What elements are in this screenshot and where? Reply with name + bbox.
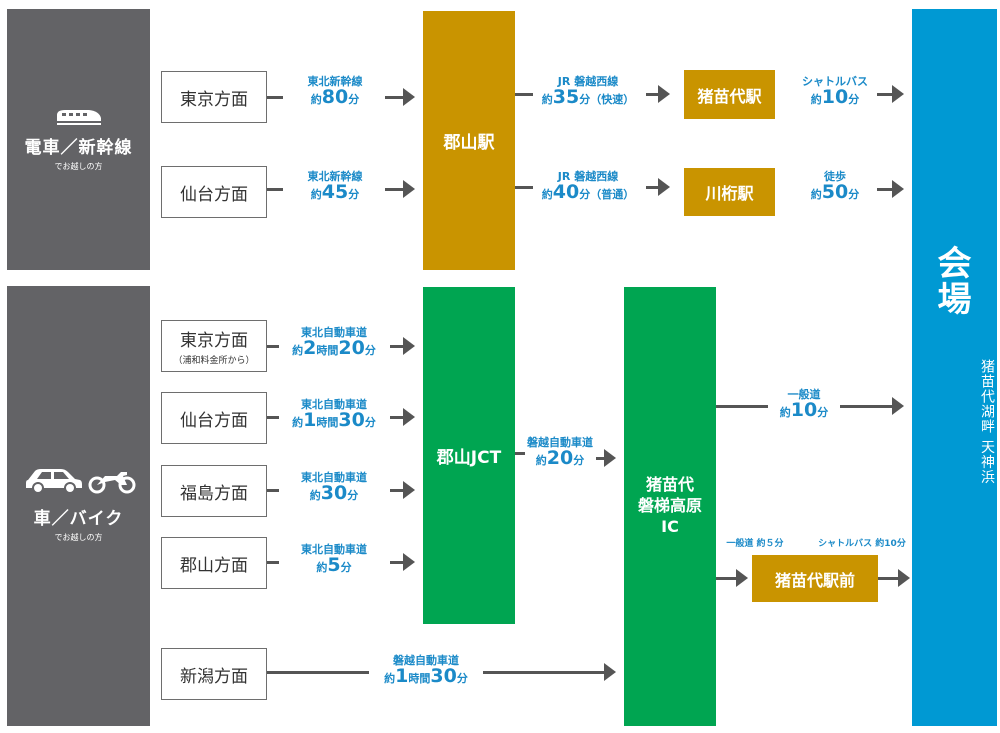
arrow-icon [658, 85, 670, 103]
connector-line [267, 345, 279, 348]
connector-line [877, 93, 892, 96]
route-label-tohoku-expressway-sendai: 東北自動車道 約1時間30分 [292, 398, 376, 431]
route-label-tohoku-shinkansen-sendai: 東北新幹線 約45分 [307, 170, 363, 203]
route-label-tohoku-expressway-tokyo: 東北自動車道 約2時間20分 [292, 326, 376, 359]
route-label-tohoku-expressway-fukushima: 東北自動車道 約30分 [301, 471, 367, 504]
connector-line [390, 489, 403, 492]
connector-line [267, 561, 279, 564]
venue-box: 会 場 猪苗代湖畔 天神浜 [912, 9, 997, 726]
connector-line [385, 96, 403, 99]
arrow-icon [892, 85, 904, 103]
train-section-subtitle: でお越しの方 [54, 162, 103, 171]
car-origin-tokyo: 東京方面 （浦和料金所から） [161, 320, 267, 372]
connector-line [716, 405, 768, 408]
route-label-tohoku-shinkansen-tokyo: 東北新幹線 約80分 [307, 75, 363, 108]
route-label-banetsu-expressway-jct: 磐越自動車道 約20分 [527, 436, 593, 469]
route-label-jr-banetsu-rapid: JR 磐越西線 約35分（快速） [541, 75, 635, 108]
arrow-icon [403, 481, 415, 499]
connector-line [390, 345, 403, 348]
connector-line [646, 93, 658, 96]
koriyama-station-box: 郡山駅 [423, 11, 515, 270]
connector-line [267, 671, 369, 674]
venue-subtitle: 猪苗代湖畔 天神浜 [979, 359, 995, 485]
connector-line [390, 561, 403, 564]
arrow-icon [892, 180, 904, 198]
route-label-tohoku-expressway-koriyama: 東北自動車道 約5分 [301, 543, 367, 576]
connector-line [515, 186, 533, 189]
train-origin-sendai: 仙台方面 [161, 166, 267, 218]
arrow-icon [604, 663, 616, 681]
inawashiro-station-mae-box: 猪苗代駅前 [752, 555, 878, 602]
connector-line [385, 188, 403, 191]
inawashiro-station-box: 猪苗代駅 [684, 70, 775, 119]
car-origin-niigata: 新潟方面 [161, 648, 267, 700]
connector-line [267, 188, 283, 191]
connector-line [515, 93, 533, 96]
connector-line [267, 96, 283, 99]
connector-line [646, 186, 658, 189]
kawageta-station-box: 川桁駅 [684, 168, 775, 216]
arrow-icon [736, 569, 748, 587]
koriyama-jct-box: 郡山JCT [423, 287, 515, 624]
connector-line [267, 489, 279, 492]
connector-line [877, 188, 892, 191]
connector-line [840, 405, 892, 408]
car-origin-sendai: 仙台方面 [161, 392, 267, 444]
route-label-shuttle-bus-short: シャトルバス 約10分 [818, 539, 906, 549]
connector-line [716, 577, 736, 580]
connector-line [515, 452, 525, 455]
route-label-jr-banetsu-local: JR 磐越西線 約40分（普通） [541, 170, 635, 203]
venue-title: 会 場 [937, 244, 972, 320]
car-section-title: 車／バイク [33, 509, 124, 529]
connector-line [878, 577, 898, 580]
inawashiro-ic-box: 猪苗代 磐梯高原 IC [624, 287, 716, 726]
connector-line [390, 416, 403, 419]
connector-line [596, 457, 604, 460]
car-origin-fukushima: 福島方面 [161, 465, 267, 517]
route-label-banetsu-expressway-niigata: 磐越自動車道 約1時間30分 [384, 654, 468, 687]
arrow-icon [892, 397, 904, 415]
train-icon [57, 110, 101, 125]
connector-line [483, 671, 604, 674]
arrow-icon [403, 180, 415, 198]
arrow-icon [403, 337, 415, 355]
car-origin-koriyama: 郡山方面 [161, 537, 267, 589]
car-icon [26, 469, 82, 494]
connector-line [267, 416, 279, 419]
car-section-panel: 車／バイク でお越しの方 [7, 286, 150, 726]
arrow-icon [403, 88, 415, 106]
train-section-panel: 電車／新幹線 でお越しの方 [7, 9, 150, 270]
route-label-general-road: 一般道 約10分 [779, 388, 829, 421]
arrow-icon [403, 553, 415, 571]
route-label-general-road-short: 一般道 約５分 [726, 539, 784, 549]
arrow-icon [658, 178, 670, 196]
motorcycle-icon [88, 472, 136, 494]
arrow-icon [898, 569, 910, 587]
arrow-icon [403, 408, 415, 426]
arrow-icon [604, 449, 616, 467]
route-label-walk: 徒歩 約50分 [810, 170, 860, 203]
train-origin-tokyo: 東京方面 [161, 71, 267, 123]
route-label-shuttle-bus: シャトルバス 約10分 [802, 75, 868, 108]
train-section-title: 電車／新幹線 [24, 138, 133, 158]
car-section-subtitle: でお越しの方 [54, 533, 103, 542]
